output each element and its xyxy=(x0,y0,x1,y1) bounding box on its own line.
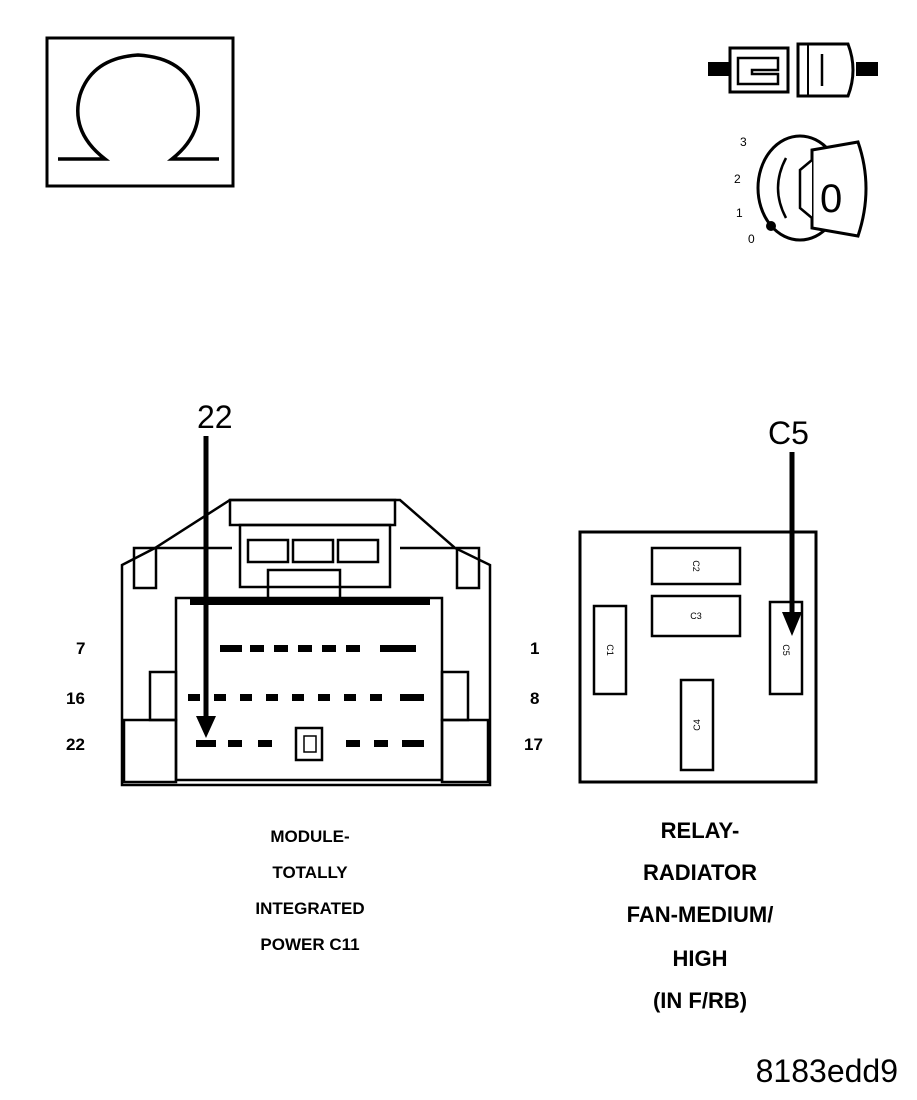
callout-pin-22: 22 xyxy=(197,399,233,435)
cavity-c2 xyxy=(650,546,742,586)
connector-terminals xyxy=(188,645,424,747)
relay-cavity-view xyxy=(578,530,818,784)
row-label-1: 1 xyxy=(530,639,539,658)
row-label-8: 8 xyxy=(530,689,539,708)
row-label-16: 16 xyxy=(66,689,85,708)
relay-caption-line-5: (IN F/RB) xyxy=(653,988,747,1013)
relay-cavity-labels: C2 C3 C1 C4 C5 xyxy=(605,560,791,731)
cavity-label-c1: C1 xyxy=(605,644,615,656)
callout-cavity-c5: C5 xyxy=(768,415,809,451)
ignition-key-off-icon: 3 2 1 0 0 xyxy=(734,134,868,246)
ignition-position-2: 2 xyxy=(734,172,741,186)
cavity-c4 xyxy=(679,678,715,772)
connector-caption: MODULE- TOTALLY INTEGRATED POWER C11 xyxy=(255,827,364,954)
disconnected-connector-icon xyxy=(708,42,878,98)
cavity-label-c2: C2 xyxy=(691,560,701,572)
row-label-17: 17 xyxy=(524,735,543,754)
row-label-22: 22 xyxy=(66,735,85,754)
cavity-label-c3: C3 xyxy=(690,611,702,621)
relay-caption-line-2: RADIATOR xyxy=(643,860,757,885)
connector-caption-line-2: TOTALLY xyxy=(272,863,348,882)
figure-id: 8183edd9 xyxy=(756,1053,898,1089)
ignition-position-3: 3 xyxy=(740,135,747,149)
ignition-position-1: 1 xyxy=(736,206,743,220)
connector-caption-line-3: INTEGRATED xyxy=(255,899,364,918)
connector-caption-line-4: POWER C11 xyxy=(260,935,359,954)
connector-c11-face-view xyxy=(120,498,492,787)
callout-arrow-c5 xyxy=(782,452,802,636)
cavity-c1 xyxy=(592,604,628,696)
relay-caption: RELAY- RADIATOR FAN-MEDIUM/ HIGH (IN F/R… xyxy=(627,818,774,1013)
connector-caption-line-1: MODULE- xyxy=(270,827,349,846)
callout-arrow-22 xyxy=(196,436,216,738)
ignition-key-label: 0 xyxy=(820,177,842,221)
relay-caption-line-3: FAN-MEDIUM/ xyxy=(627,902,774,927)
cavity-c3 xyxy=(650,594,742,638)
relay-caption-line-1: RELAY- xyxy=(661,818,740,843)
row-label-7: 7 xyxy=(76,639,85,658)
cavity-label-c4: C4 xyxy=(692,719,702,731)
cavity-label-c5: C5 xyxy=(781,644,791,656)
relay-caption-line-4: HIGH xyxy=(673,946,728,971)
ignition-position-0: 0 xyxy=(748,232,755,246)
ohm-symbol-icon xyxy=(45,36,235,188)
